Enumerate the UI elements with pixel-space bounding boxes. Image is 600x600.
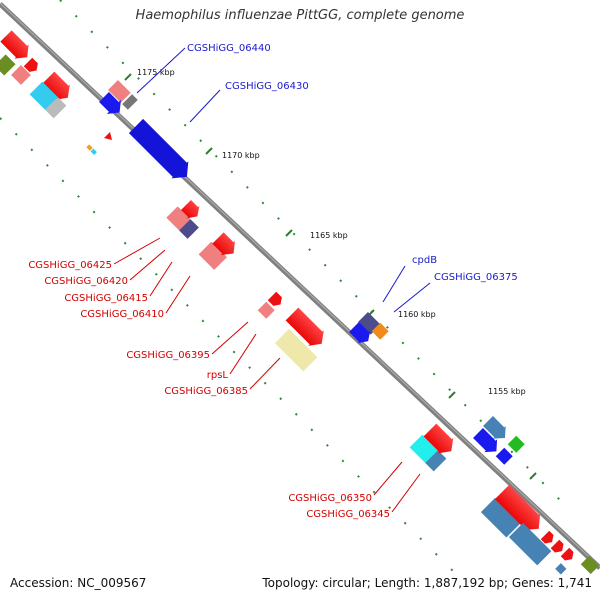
gene-arrow [495,447,513,465]
tick-label-1170: 1170 kbp [222,151,260,160]
gene-label: CGSHiGG_06385 [164,386,248,397]
gene-label: CGSHiGG_06345 [306,509,390,520]
gene-label: cpdB [412,255,437,266]
gene-arrow [181,200,200,219]
gene-arrow [90,148,97,155]
gene-arrow [540,530,554,544]
tick-label-1160: 1160 kbp [398,310,436,319]
gene-arrow [128,118,189,179]
tick-label-1175: 1175 kbp [137,68,175,77]
tick-labels: 1175 kbp 1170 kbp 1165 kbp 1160 kbp 1155… [137,68,526,396]
gene-label: CGSHiGG_06420 [44,276,128,287]
gene-arrow [0,30,29,59]
gene-label: CGSHiGG_06430 [225,81,309,92]
gene-label: CGSHiGG_06410 [80,309,164,320]
gene-arrow [508,522,552,566]
gene-arrow [0,54,16,76]
gene-arrow [550,539,564,553]
gene-label: CGSHiGG_06375 [434,272,518,283]
gene-label: rpsL [207,370,229,381]
reverse-gene-labels: CGSHiGG_06425 CGSHiGG_06420 CGSHiGG_0641… [28,260,390,520]
gene-label: CGSHiGG_06395 [126,350,210,361]
gene-label: CGSHiGG_06440 [187,43,271,54]
gene-arrow [166,206,191,231]
gene-arrow [555,563,567,575]
gene-arrow [29,81,58,110]
gene-arrow [274,328,318,372]
gene-arrow [122,94,138,110]
gene-label: CGSHiGG_06415 [64,293,148,304]
genome-title: Haemophilus influenzae PittGG, complete … [135,8,465,23]
genome-summary-text: Topology: circular; Length: 1,887,192 bp… [262,576,592,590]
gene-arrow [349,322,371,344]
gene-arrow [423,423,454,454]
gene-arrow [23,57,38,72]
gene-arrow [41,71,70,100]
gene-arrow [179,219,199,239]
genome-backbone [0,2,600,570]
forward-strand-genes [99,80,525,465]
gene-label: CGSHiGG_06350 [288,493,372,504]
forward-gene-labels: CGSHiGG_06440 CGSHiGG_06430 cpdB CGSHiGG… [187,43,518,283]
gene-arrow [507,435,525,453]
gene-arrow [285,307,324,346]
gene-arrow [99,92,121,114]
gene-arrow [267,291,282,306]
tick-label-1165: 1165 kbp [310,231,348,240]
gene-label: CGSHiGG_06425 [28,260,112,271]
gene-arrow [580,555,600,575]
gene-arrow [473,428,498,453]
gene-arrow [425,450,447,472]
gene-arrow [480,497,521,538]
gene-arrow [560,547,574,561]
accession-text: Accession: NC_009567 [10,576,147,590]
gene-arrow [212,232,235,255]
gene-arrow [86,144,93,151]
forward-leader-lines [136,47,431,313]
gene-arrow [198,241,227,270]
gene-arrow [104,132,112,140]
reverse-leader-lines [113,237,421,513]
gene-arrow [409,434,438,463]
gene-arrow [108,80,131,103]
gene-arrow [483,416,506,439]
gene-arrow [45,97,67,119]
gene-arrow [494,484,541,531]
tick-label-1155: 1155 kbp [488,387,526,396]
